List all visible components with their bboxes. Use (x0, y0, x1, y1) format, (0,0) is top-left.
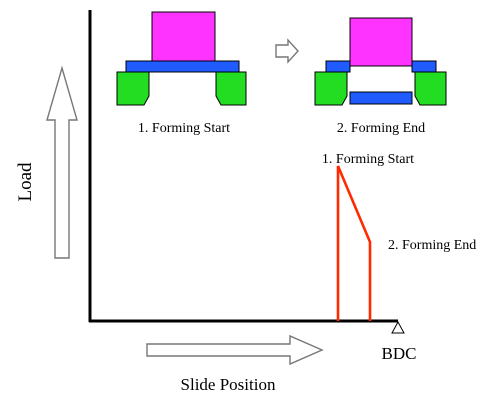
bdc-label: BDC (382, 344, 417, 363)
stage1-left-die (116, 71, 150, 106)
stage2-punch (349, 17, 413, 67)
stage2-right-die (414, 71, 447, 106)
stage2-caption: 2. Forming End (337, 121, 425, 136)
stage1-sheet-plate (125, 60, 240, 73)
stage1-caption: 1. Forming Start (138, 121, 230, 136)
stage1-right-die (215, 71, 247, 106)
curve-start-label: 1. Forming Start (322, 152, 414, 167)
stage2-left-die (314, 71, 348, 106)
x-axis-label: Slide Position (181, 375, 276, 394)
hollow-right-arrow-icon (275, 38, 299, 64)
triangle-marker-icon (391, 320, 405, 334)
stage2-press-illustration (314, 17, 447, 106)
stage1-punch (151, 11, 216, 62)
stage2-sheet-plate (349, 91, 413, 105)
stage2-upper-plate-left (325, 60, 351, 73)
stage2-upper-plate-right (411, 60, 437, 73)
stage1-press-illustration (116, 11, 247, 106)
load-curve (336, 165, 372, 321)
y-axis-hollow-up-arrow-icon (46, 65, 78, 259)
y-axis-label: Load (15, 162, 36, 202)
x-axis-hollow-right-arrow-icon (146, 334, 324, 366)
curve-end-label: 2. Forming End (388, 238, 476, 253)
